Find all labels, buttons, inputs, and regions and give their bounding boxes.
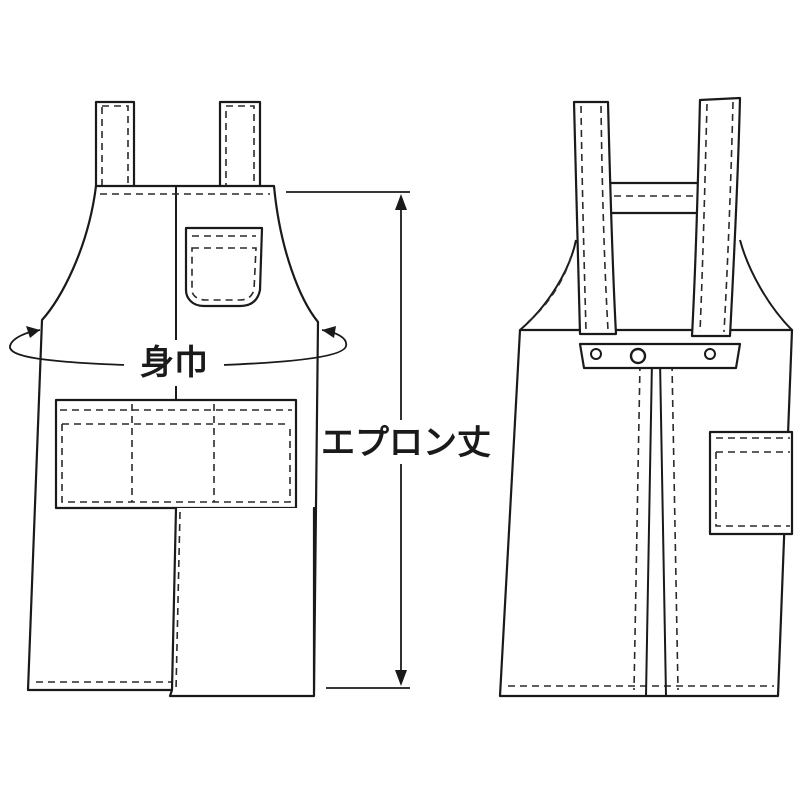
length-label: エプロン丈	[321, 423, 491, 463]
back-top-bar	[608, 181, 704, 215]
back-right-strap	[690, 96, 742, 338]
front-lower-pocket	[54, 398, 298, 510]
width-measure-arrow	[9, 326, 348, 366]
apron-back-view	[498, 96, 794, 698]
button-left-icon	[590, 348, 602, 360]
width-label: 身巾	[140, 343, 208, 383]
chest-pocket	[184, 226, 264, 308]
back-side-pocket	[708, 430, 794, 536]
button-center-icon	[629, 347, 647, 365]
back-left-strap	[572, 100, 618, 336]
button-right-icon	[704, 348, 716, 360]
apron-front-view	[26, 100, 320, 698]
front-slit-panel	[168, 506, 316, 698]
back-waist-band	[578, 342, 742, 370]
